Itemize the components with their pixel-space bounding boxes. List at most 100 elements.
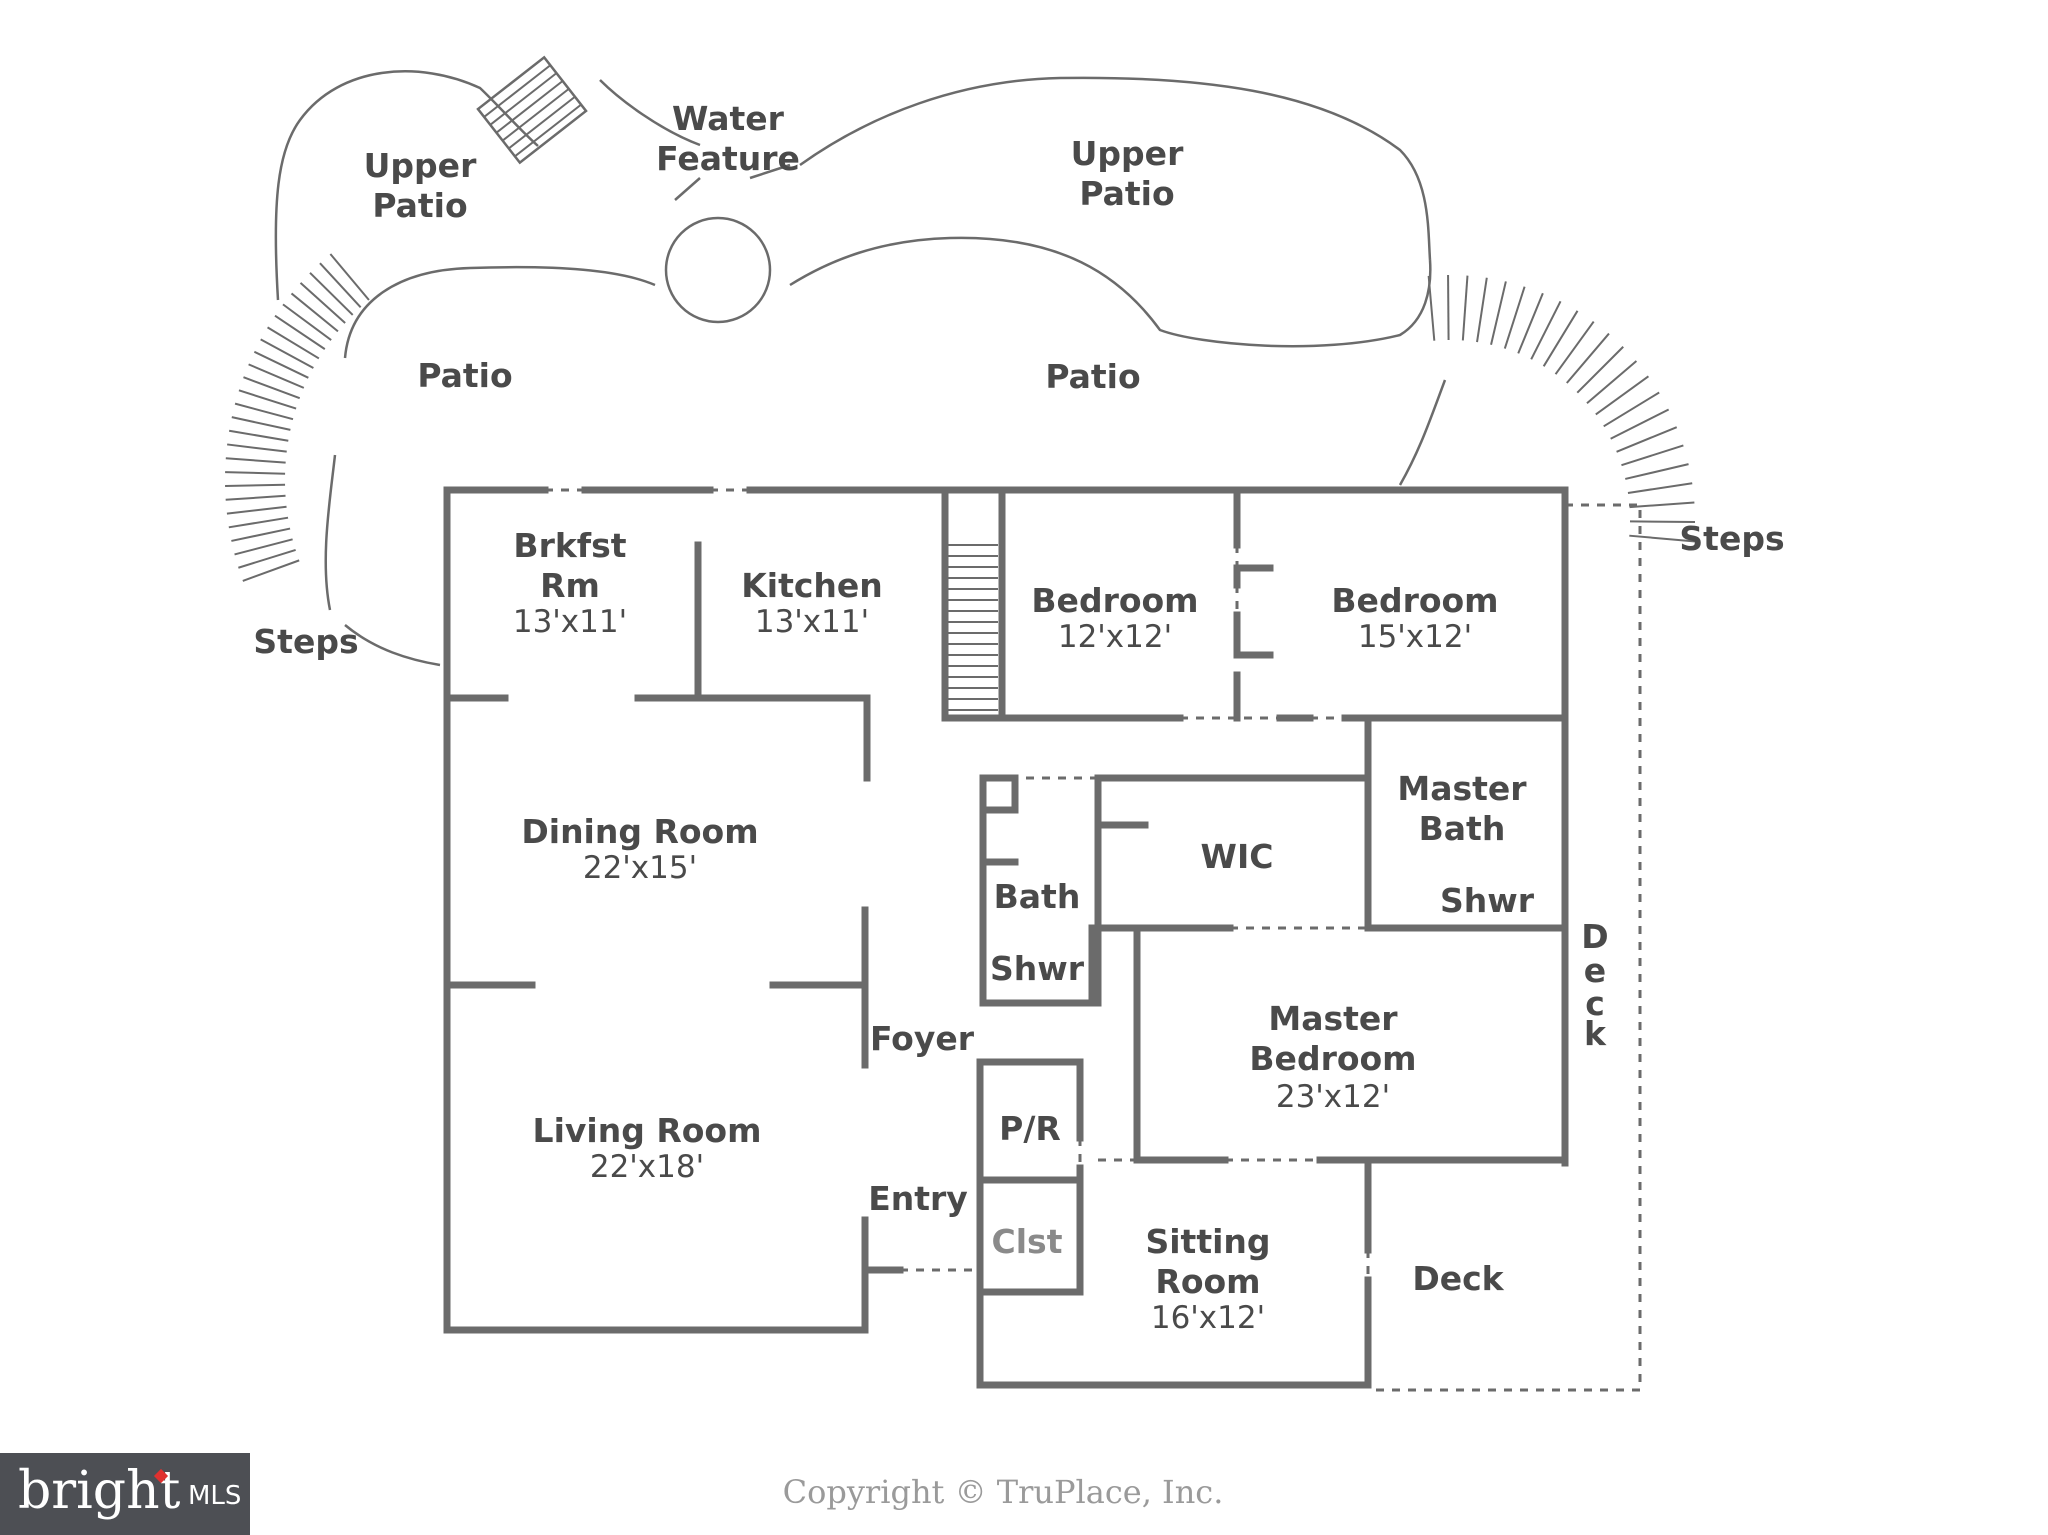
logo-suffix: MLS (188, 1481, 242, 1511)
bath-label: Bath (994, 877, 1081, 916)
stair-tread (238, 548, 296, 569)
bedroom-b-dims: 15'x12' (1358, 619, 1472, 655)
dining-dims: 22'x15' (583, 850, 697, 886)
deck-label: Deck (1412, 1259, 1504, 1298)
stair-tread (228, 429, 289, 442)
master-bath-label-2: Bath (1419, 809, 1506, 848)
stair-tread (1621, 444, 1684, 467)
powder-room-label: P/R (999, 1109, 1061, 1148)
stair-tread (1586, 360, 1638, 404)
stair-tread (1625, 463, 1689, 480)
stair-tread (242, 559, 300, 582)
master-bedroom-label-1: Master (1268, 999, 1398, 1038)
foyer-label: Foyer (870, 1019, 975, 1058)
brkfst-dims: 13'x11' (513, 604, 627, 640)
stair-tread (248, 363, 305, 389)
stair-tread (1517, 292, 1544, 354)
living-label: Living Room (533, 1111, 762, 1150)
stair-tread (225, 494, 286, 501)
stair-tread (226, 505, 287, 515)
stair-tread (329, 253, 370, 301)
stair-tread (231, 416, 291, 431)
stair-tread (234, 402, 294, 421)
stair-tread (1447, 274, 1450, 341)
stair-tread (231, 527, 291, 542)
upper-patio-right-label-1: Upper (1071, 134, 1184, 173)
stair-tread (319, 262, 362, 308)
sitting-room-label-1: Sitting (1145, 1222, 1270, 1261)
living-dims: 22'x18' (590, 1149, 704, 1185)
deck-side-letter-4: k (1584, 1014, 1607, 1053)
right-curved-steps (1427, 274, 1696, 543)
stair-tread (1627, 482, 1693, 494)
kitchen-label: Kitchen (741, 566, 883, 605)
wic-label: WIC (1201, 837, 1274, 876)
entry-label: Entry (868, 1179, 968, 1218)
stair-tread (299, 282, 346, 324)
stair-tread (1503, 286, 1526, 349)
stair-tread (238, 389, 297, 410)
bright-mls-logo: bright MLS (0, 1453, 250, 1535)
stair-tread (1427, 275, 1436, 341)
steps-right-label: Steps (1679, 519, 1784, 558)
stair-tread (227, 443, 287, 453)
patio-outlines (274, 70, 1447, 667)
upper-patio-left-label-1: Upper (364, 146, 477, 185)
stair-tread (1616, 426, 1678, 453)
stair-tread (225, 471, 286, 475)
water-feature-circle (664, 216, 772, 324)
stair-tread (243, 376, 301, 400)
stair-tread (274, 314, 326, 350)
stair-tread (1629, 520, 1696, 523)
logo-word: bright (18, 1461, 181, 1521)
copyright-text: Copyright © TruPlace, Inc. (783, 1473, 1224, 1511)
stair-tread (1461, 275, 1469, 341)
stair-tread (1554, 320, 1595, 375)
master-bedroom-dims: 23'x12' (1276, 1079, 1390, 1115)
patio-right-label: Patio (1045, 357, 1140, 396)
kitchen-dims: 13'x11' (755, 604, 869, 640)
stair-tread (1629, 534, 1695, 543)
stair-tread (253, 350, 309, 379)
water-feature-label-1: Water (672, 99, 785, 138)
dining-label: Dining Room (521, 812, 758, 851)
brkfst-label-1: Brkfst (513, 526, 626, 565)
upper-stairs (476, 55, 588, 165)
brkfst-label-2: Rm (540, 566, 600, 605)
master-bedroom-label-2: Bedroom (1249, 1039, 1416, 1078)
upper-patio-right-label-2: Patio (1079, 174, 1174, 213)
stair-tread (309, 272, 354, 316)
bedroom-a-label: Bedroom (1031, 581, 1198, 620)
deck-side-letter-1: D (1581, 917, 1608, 956)
stair-tread (260, 338, 314, 369)
stair-tread (1530, 300, 1562, 360)
stair-tread (267, 326, 320, 360)
sitting-room-dims: 16'x12' (1151, 1300, 1265, 1336)
upper-patio-left-label-2: Patio (372, 186, 467, 225)
stair-tread (225, 483, 286, 487)
bedroom-b-label: Bedroom (1331, 581, 1498, 620)
stair-tread (234, 538, 293, 556)
stair-tread (1566, 332, 1610, 384)
closet-label: Clst (992, 1222, 1063, 1261)
house-walls (443, 486, 1569, 1389)
stair-tread (1603, 391, 1660, 428)
deck-outline (1368, 503, 1642, 1392)
stair-tread (290, 292, 339, 333)
stair-tread (1595, 375, 1650, 416)
bath-shower-label: Shwr (990, 949, 1085, 988)
master-bath-label-1: Master (1397, 769, 1527, 808)
bedroom-a-dims: 12'x12' (1058, 619, 1172, 655)
stair-tread (1542, 310, 1579, 367)
patio-left-label: Patio (417, 356, 512, 395)
stair-tread (1490, 281, 1507, 345)
outdoor-labels: Upper Patio Water Feature Upper Patio Pa… (253, 99, 1784, 661)
water-feature-label-2: Feature (656, 139, 800, 178)
stair-tread (1476, 277, 1488, 343)
stair-tread (1610, 408, 1670, 440)
stair-tread (225, 457, 286, 464)
stair-tread (282, 303, 332, 341)
sitting-room-label-2: Room (1155, 1262, 1260, 1301)
room-labels: Brkfst Rm 13'x11' Kitchen 13'x11' Bedroo… (513, 526, 1609, 1336)
